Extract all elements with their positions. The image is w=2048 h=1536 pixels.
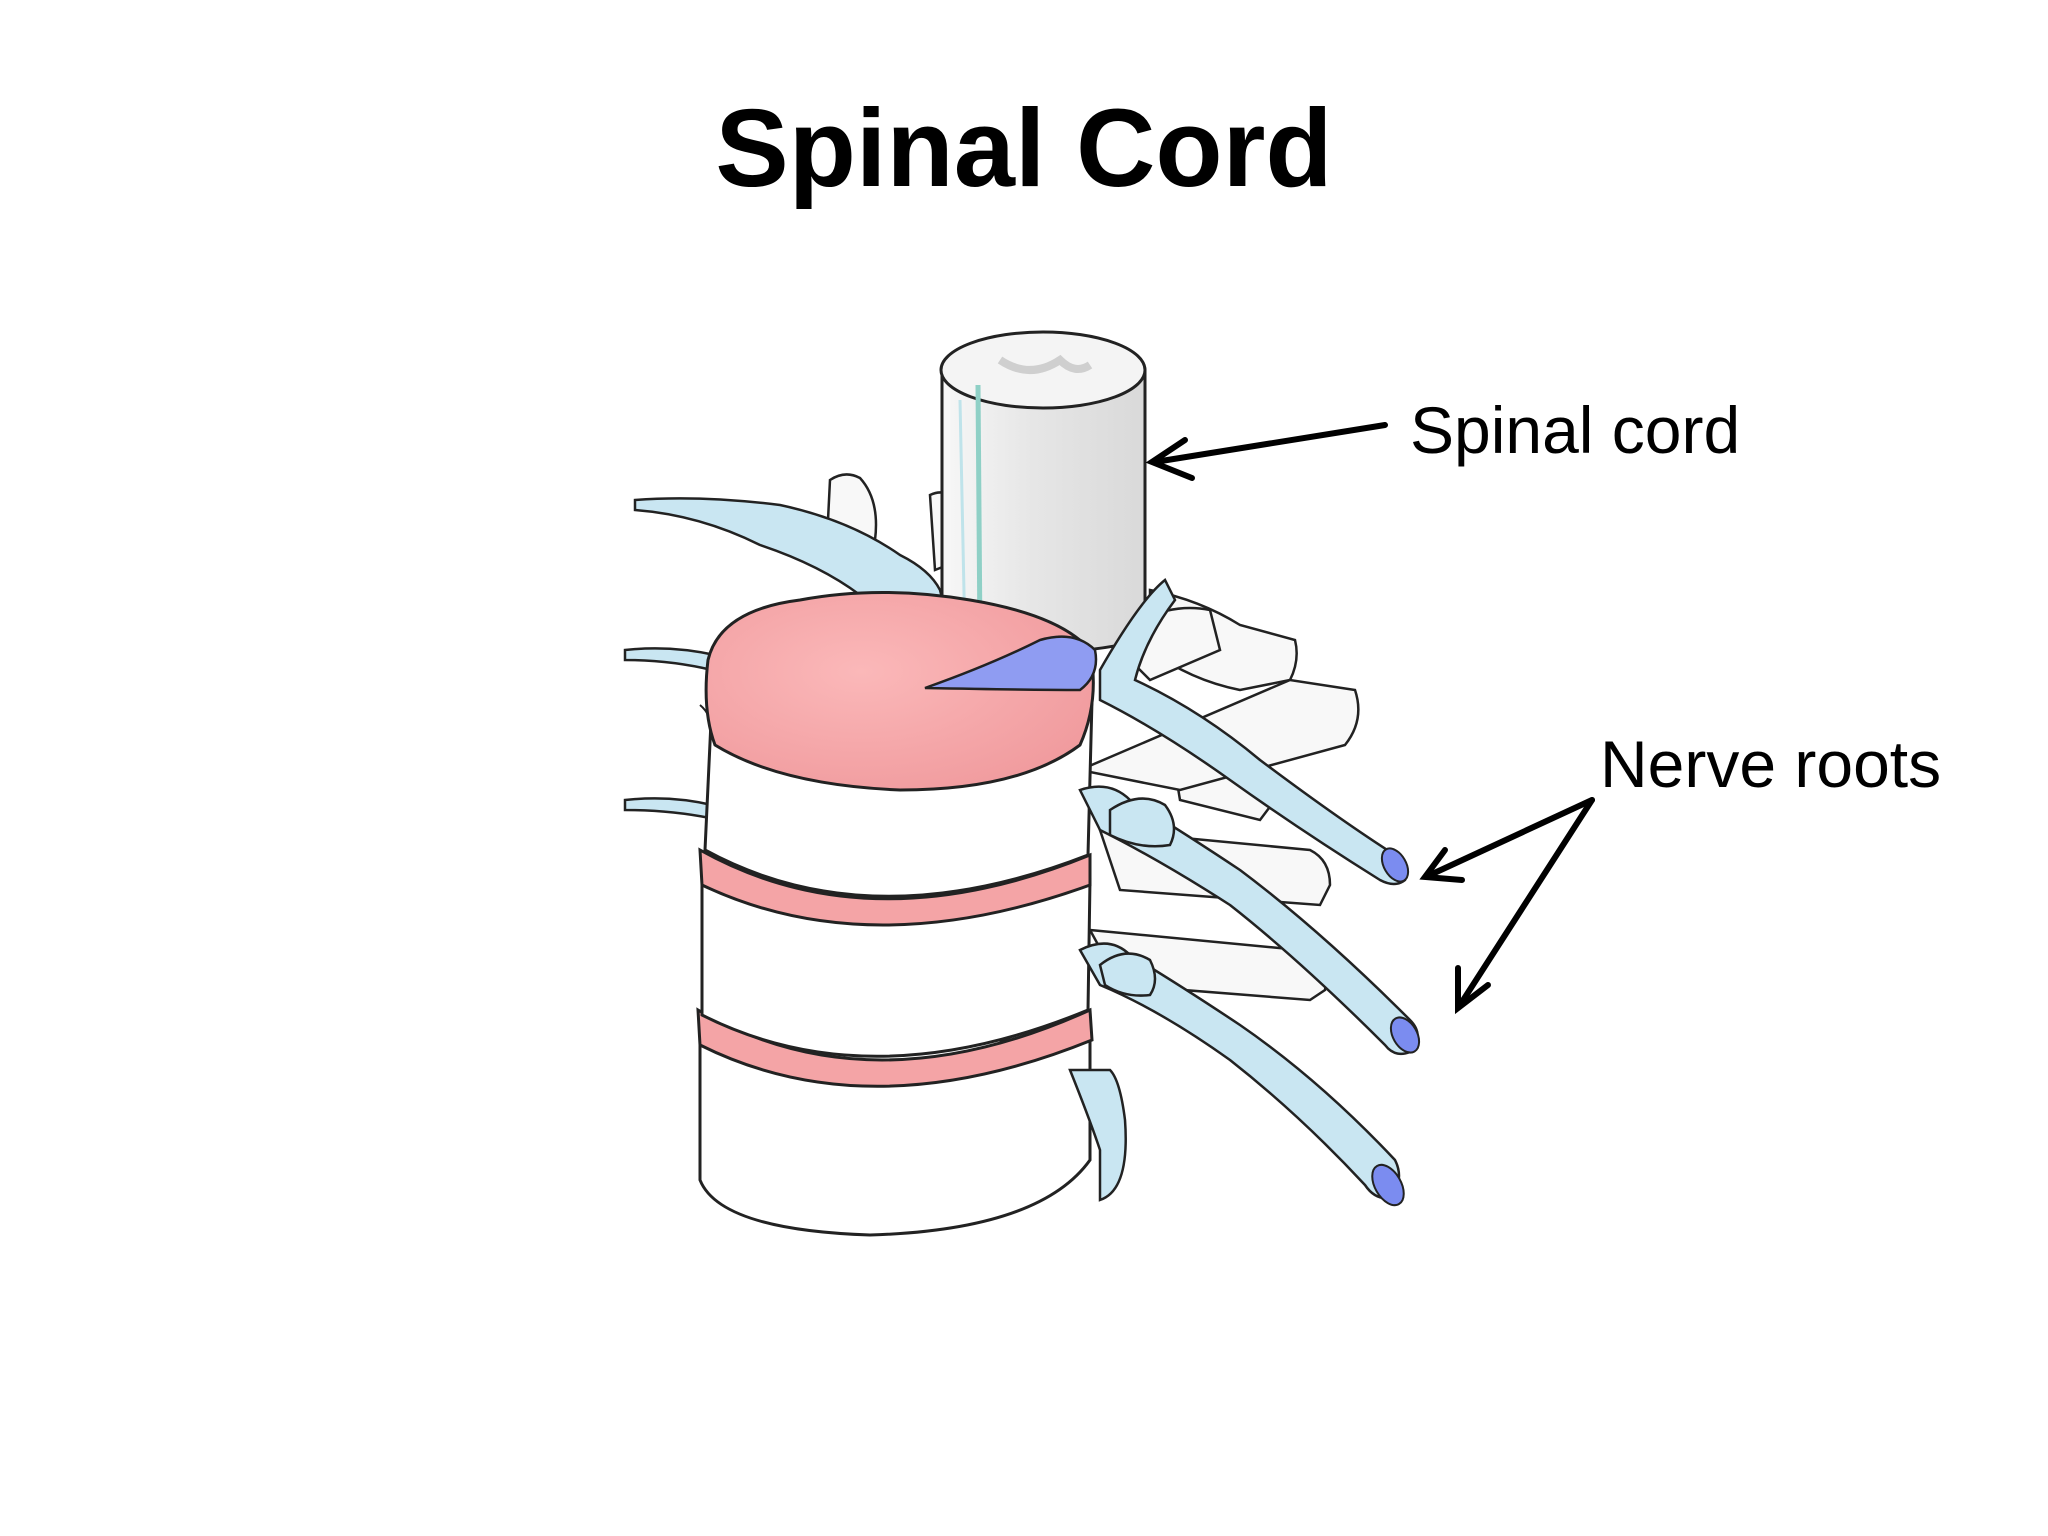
nerve-root-arrow-2	[1457, 797, 1595, 1008]
label-nerve-roots: Nerve roots	[1600, 727, 1942, 801]
nerve-root-entry	[924, 635, 1098, 692]
annotation-arrows	[1145, 422, 1595, 1015]
nerve-root-arrowhead-1	[1419, 847, 1465, 883]
diagram-title: Spinal Cord	[715, 87, 1333, 210]
spinal-cord-arrow	[1152, 422, 1388, 465]
spinal-cord-column	[939, 330, 1147, 654]
nerve-root-arrow-1	[1427, 797, 1595, 878]
intervertebral-disc-top	[704, 591, 1095, 792]
spinal-cord-arrowhead	[1145, 437, 1195, 481]
left-nerve-stub-1	[623, 647, 717, 672]
label-spinal-cord: Spinal cord	[1410, 393, 1741, 467]
left-nerve-stub-2	[623, 797, 714, 820]
nerve-root-ends	[1371, 847, 1421, 1207]
nerve-root-arrowhead-2	[1455, 965, 1491, 1015]
